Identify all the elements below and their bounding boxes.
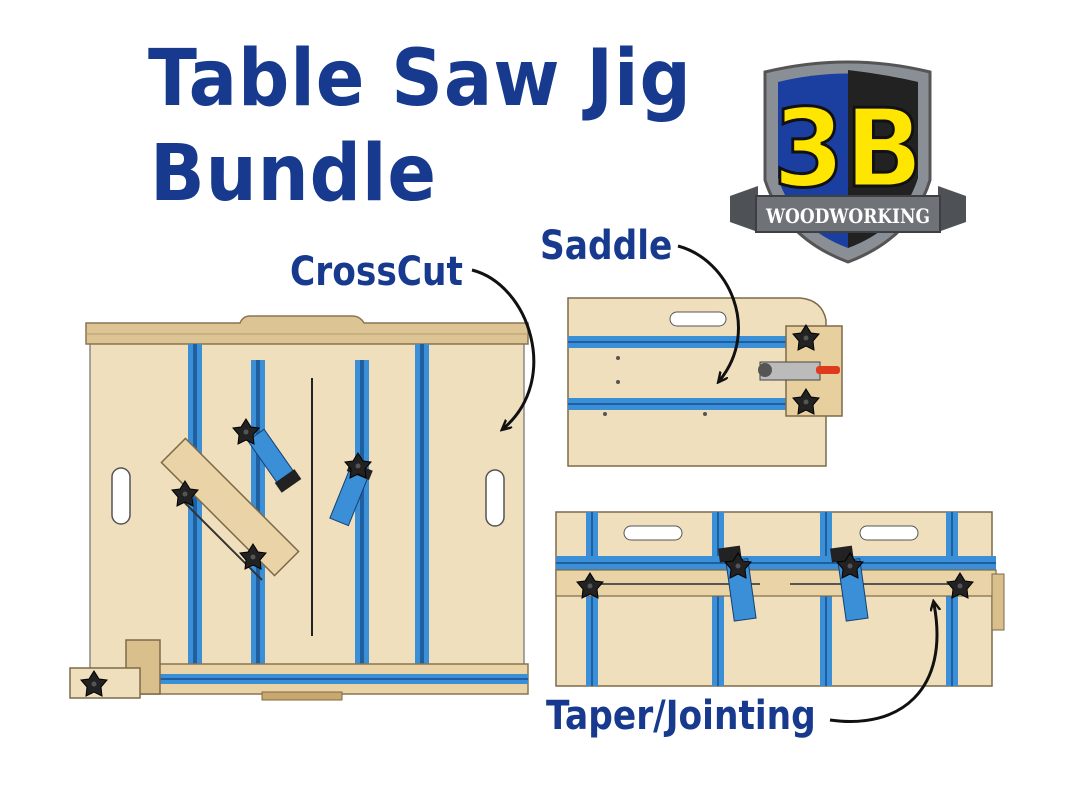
arrow-icon [677, 244, 740, 380]
arrow-icon [471, 268, 536, 428]
taper-jointing-jig [555, 511, 1005, 687]
arrow-icon [829, 604, 937, 723]
page-title-line-1: Table Saw Jig [148, 34, 692, 124]
hold-down-clamp [247, 428, 302, 493]
logo-mark: 3B [773, 87, 923, 212]
saddle-label: Saddle [540, 223, 673, 269]
crosscut-label: CrossCut [290, 249, 463, 295]
saddle-jig [567, 297, 843, 467]
crosscut-sled [69, 315, 529, 701]
toggle-clamp-icon [758, 361, 840, 381]
logo-banner: WOODWORKING [765, 204, 930, 228]
page-title-line-2: Bundle [150, 129, 438, 219]
shield-logo: 3B WOODWORKING [730, 60, 966, 264]
taper-jointing-label: Taper/Jointing [546, 693, 816, 739]
